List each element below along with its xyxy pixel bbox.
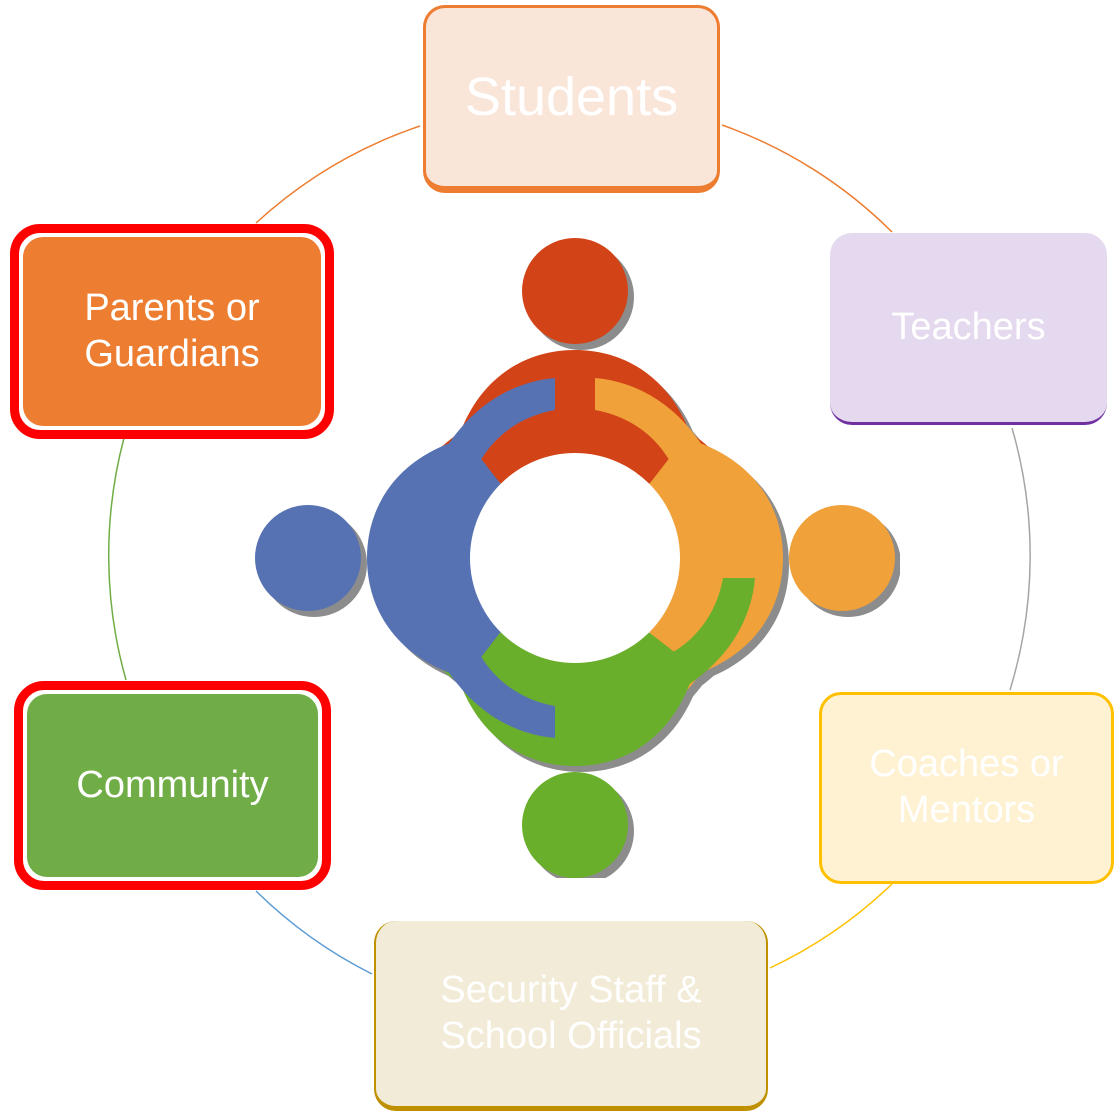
parents-or-guardians-node[interactable]: Parents or Guardians [10,224,334,439]
person-left-head [255,505,361,611]
community-node[interactable]: Community [14,681,331,890]
arc-community-to-parents [107,437,127,681]
person-left [255,378,555,738]
teachers-node[interactable]: Teachers [830,233,1107,425]
person-bottom-head [522,772,628,878]
person-right [595,378,895,738]
coaches-or-mentors-label: Coaches or Mentors [869,743,1064,831]
parents-or-guardians-label: Parents or Guardians [84,286,260,375]
people-circle-icon [255,238,900,878]
parents-or-guardians-box: Parents or Guardians [23,237,321,426]
person-top-body [455,350,695,493]
arc-coaches-to-security [769,883,893,969]
arc-teachers-to-coaches [1009,427,1031,691]
coaches-or-mentors-node[interactable]: Coaches or Mentors [819,692,1114,884]
person-bottom-body [455,623,695,766]
students-node[interactable]: Students [423,5,720,193]
people-icon-figures [255,238,895,878]
arc-parents-to-students [255,125,421,224]
security-staff-label: Security Staff & School Officials [440,968,702,1057]
community-label: Community [76,763,269,806]
person-right-head [789,505,895,611]
people-icon-center [470,453,680,663]
arc-security-to-community [255,890,373,975]
person-right-body [640,438,783,678]
arc-students-to-teachers [721,124,893,233]
community-box: Community [27,694,318,877]
students-label: Students [464,66,679,127]
security-staff-node[interactable]: Security Staff & School Officials [374,921,768,1111]
person-top-head [522,238,628,344]
teachers-label: Teachers [891,305,1046,348]
person-left-body [367,438,510,678]
